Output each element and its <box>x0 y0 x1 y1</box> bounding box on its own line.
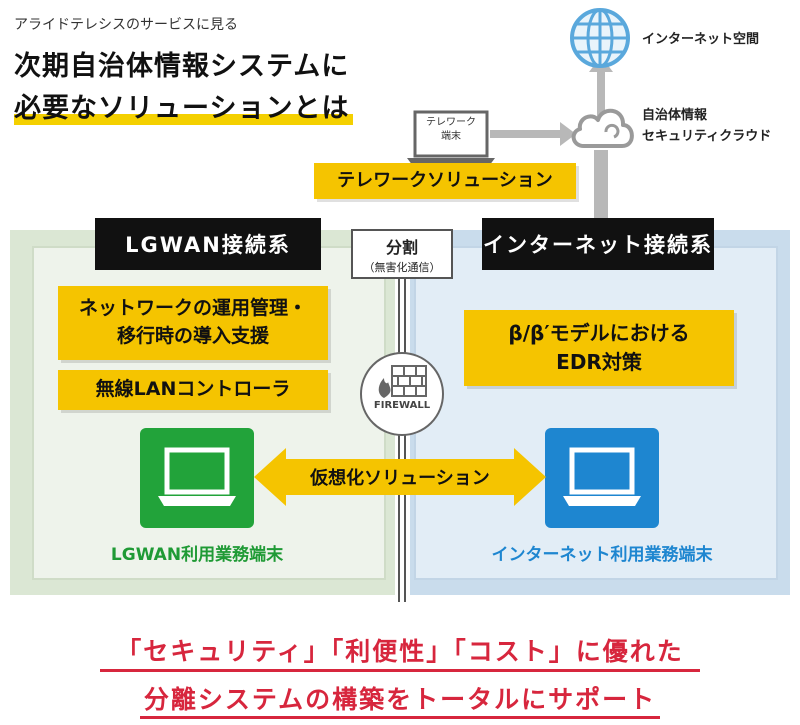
operations-support-box: ネットワークの運用管理・ 移行時の導入支援 <box>58 286 328 360</box>
edr-box: β/β′モデルにおける EDR対策 <box>464 310 734 386</box>
wireless-lan-controller-box: 無線LANコントローラ <box>58 370 328 410</box>
telework-terminal-label: テレワーク 端末 <box>415 116 487 144</box>
globe-icon <box>570 8 630 68</box>
internet-header: インターネット接続系 <box>482 218 714 270</box>
subtitle: アライドテレシスのサービスに見る <box>14 17 238 33</box>
internet-panel <box>414 246 778 580</box>
cloud-label-line-1: 自治体情報 <box>642 108 708 123</box>
lgwan-terminal-label: LGWAN利用業務端末 <box>110 545 284 565</box>
virtualization-double-arrow <box>254 448 546 506</box>
split-label-main: 分割 <box>385 238 418 257</box>
edr-box-line-1: β/β′モデルにおける <box>508 321 690 345</box>
cloud-label-line-2: セキュリティクラウド <box>642 128 772 144</box>
firewall-label: FIREWALL <box>373 400 431 411</box>
internet-laptop-icon <box>563 447 641 506</box>
internet-terminal-tile <box>545 428 659 528</box>
operations-support-line-2: 移行時の導入支援 <box>116 325 269 347</box>
telework-terminal-line-2: 端末 <box>441 131 461 142</box>
headline-line-2-text: 必要なソリューションとは <box>14 86 354 125</box>
lgwan-laptop-icon <box>158 447 236 506</box>
edr-box-line-2: EDR対策 <box>556 350 642 374</box>
firewall-icon <box>378 365 427 398</box>
footer-rule-1 <box>100 669 700 672</box>
internet-terminal-label: インターネット利用業務端末 <box>491 545 713 565</box>
telework-laptop-icon <box>407 110 495 166</box>
split-label: 分割 （無害化通信） <box>351 229 453 279</box>
lgwan-terminal-tile <box>140 428 254 528</box>
internet-label: インターネット空間 <box>642 32 760 47</box>
split-label-sub: （無害化通信） <box>363 261 441 274</box>
operations-support-line-1: ネットワークの運用管理・ <box>78 297 307 320</box>
telework-terminal-line-1: テレワーク <box>426 117 476 128</box>
virtualization-label: 仮想化ソリューション <box>310 468 490 489</box>
telework-solution-box: テレワークソリューション <box>314 163 576 199</box>
footer-line-2: 分離システムの構築をトータルにサポート <box>143 685 657 714</box>
footer-line-1: 「セキュリティ」「利便性」「コスト」に優れた <box>116 637 684 666</box>
headline-line-2: 必要なソリューションとは <box>14 86 354 125</box>
cloud-label: 自治体情報 セキュリティクラウド <box>642 106 771 148</box>
cloud-icon <box>571 108 634 148</box>
headline-line-1: 次期自治体情報システムに <box>14 51 350 82</box>
footer-rule-2 <box>140 716 660 719</box>
lgwan-header: LGWAN接続系 <box>95 218 321 270</box>
